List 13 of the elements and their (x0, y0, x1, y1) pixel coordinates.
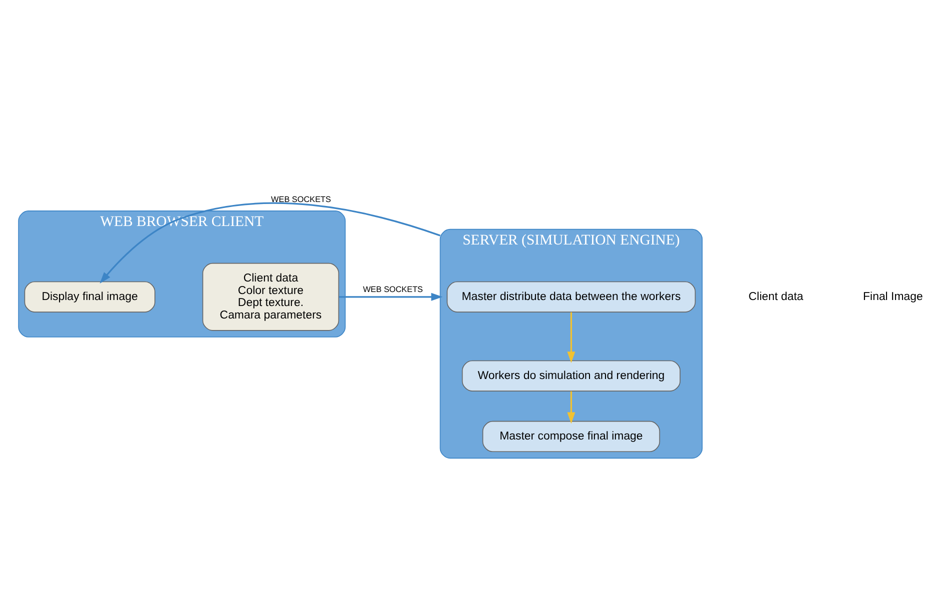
arrow (100, 202, 440, 283)
node-box: Master distribute data between the workers (446, 280, 696, 312)
node-box: Workers do simulation and rendering (462, 360, 680, 391)
label: Client data (748, 290, 804, 302)
node-box: Display final image (24, 280, 156, 312)
edge-label: WEB SOCKETS (362, 284, 423, 294)
arrow (567, 312, 576, 363)
node-box: Client data Color texture Dept texture. Camara parameters (202, 262, 340, 330)
arrow (338, 292, 443, 300)
arrow (567, 390, 576, 424)
edge-label: WEB SOCKETS (271, 194, 331, 204)
label: Final Image (863, 290, 923, 302)
node-box: Master compose final image (482, 420, 660, 452)
